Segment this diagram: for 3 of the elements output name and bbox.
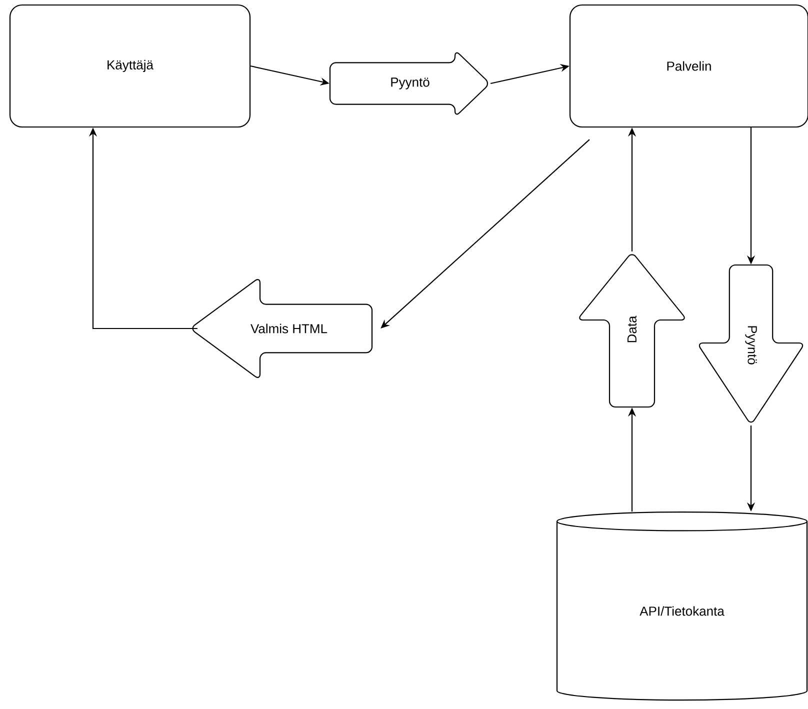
database-cylinder: API/Tietokanta	[556, 512, 808, 701]
process-box: Käyttäjä	[9, 4, 251, 128]
process-box: Palvelin	[569, 4, 808, 128]
